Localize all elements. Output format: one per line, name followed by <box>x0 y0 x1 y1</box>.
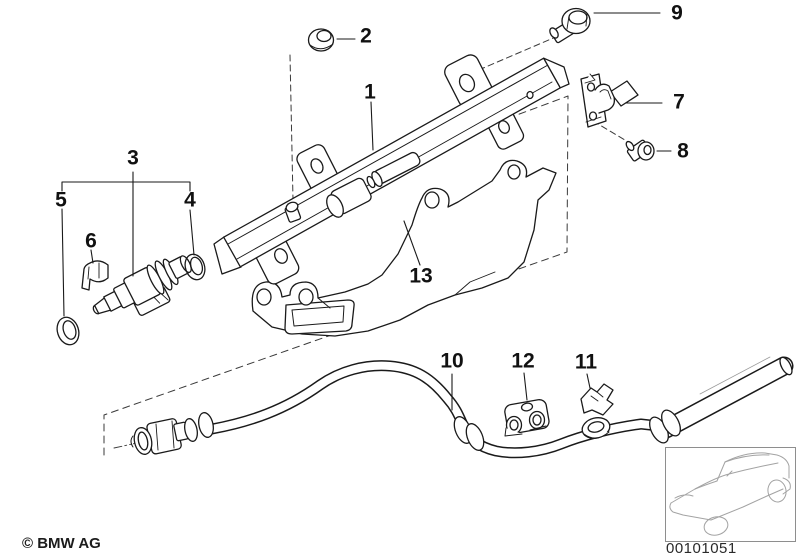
clamp-screw-part <box>625 139 655 162</box>
fuel-injector-part <box>92 255 192 316</box>
cap-nut-part <box>307 28 335 52</box>
callout-6[interactable]: 6 <box>85 229 97 253</box>
callout-7[interactable]: 7 <box>673 90 685 114</box>
vehicle-thumbnail <box>665 447 796 542</box>
hose-holder-part <box>580 383 614 439</box>
section-plane-dashed-outline <box>103 95 569 456</box>
safety-clip-part <box>81 260 109 291</box>
callout-5[interactable]: 5 <box>55 188 67 212</box>
fuel-rail-part <box>213 54 570 285</box>
callout-3[interactable]: 3 <box>127 146 139 170</box>
callout-9[interactable]: 9 <box>671 1 683 25</box>
car-sketch-icon <box>669 452 791 536</box>
mounting-bolt-part <box>549 7 591 44</box>
support-bracket-part <box>251 159 557 337</box>
callout-2[interactable]: 2 <box>360 24 372 48</box>
callout-leader-lines <box>61 12 672 411</box>
copyright-text: © BMW AG <box>22 535 101 552</box>
retaining-clip-part <box>580 73 639 128</box>
callout-11[interactable]: 11 <box>574 350 598 374</box>
quick-connector <box>130 412 214 455</box>
callout-10[interactable]: 10 <box>440 349 464 373</box>
hose-clamp-part <box>504 399 550 437</box>
callout-13[interactable]: 13 <box>409 264 433 288</box>
fuel-hose-part <box>130 356 794 459</box>
callout-1[interactable]: 1 <box>364 80 376 104</box>
callout-4[interactable]: 4 <box>184 188 196 212</box>
assembly-dashed-leaders <box>289 35 631 201</box>
callout-12[interactable]: 12 <box>511 349 535 373</box>
o-ring-upper-part <box>184 253 206 281</box>
callout-8[interactable]: 8 <box>677 139 689 163</box>
diagram-number: 00101051 <box>666 540 737 557</box>
o-ring-lower-part <box>56 316 80 346</box>
